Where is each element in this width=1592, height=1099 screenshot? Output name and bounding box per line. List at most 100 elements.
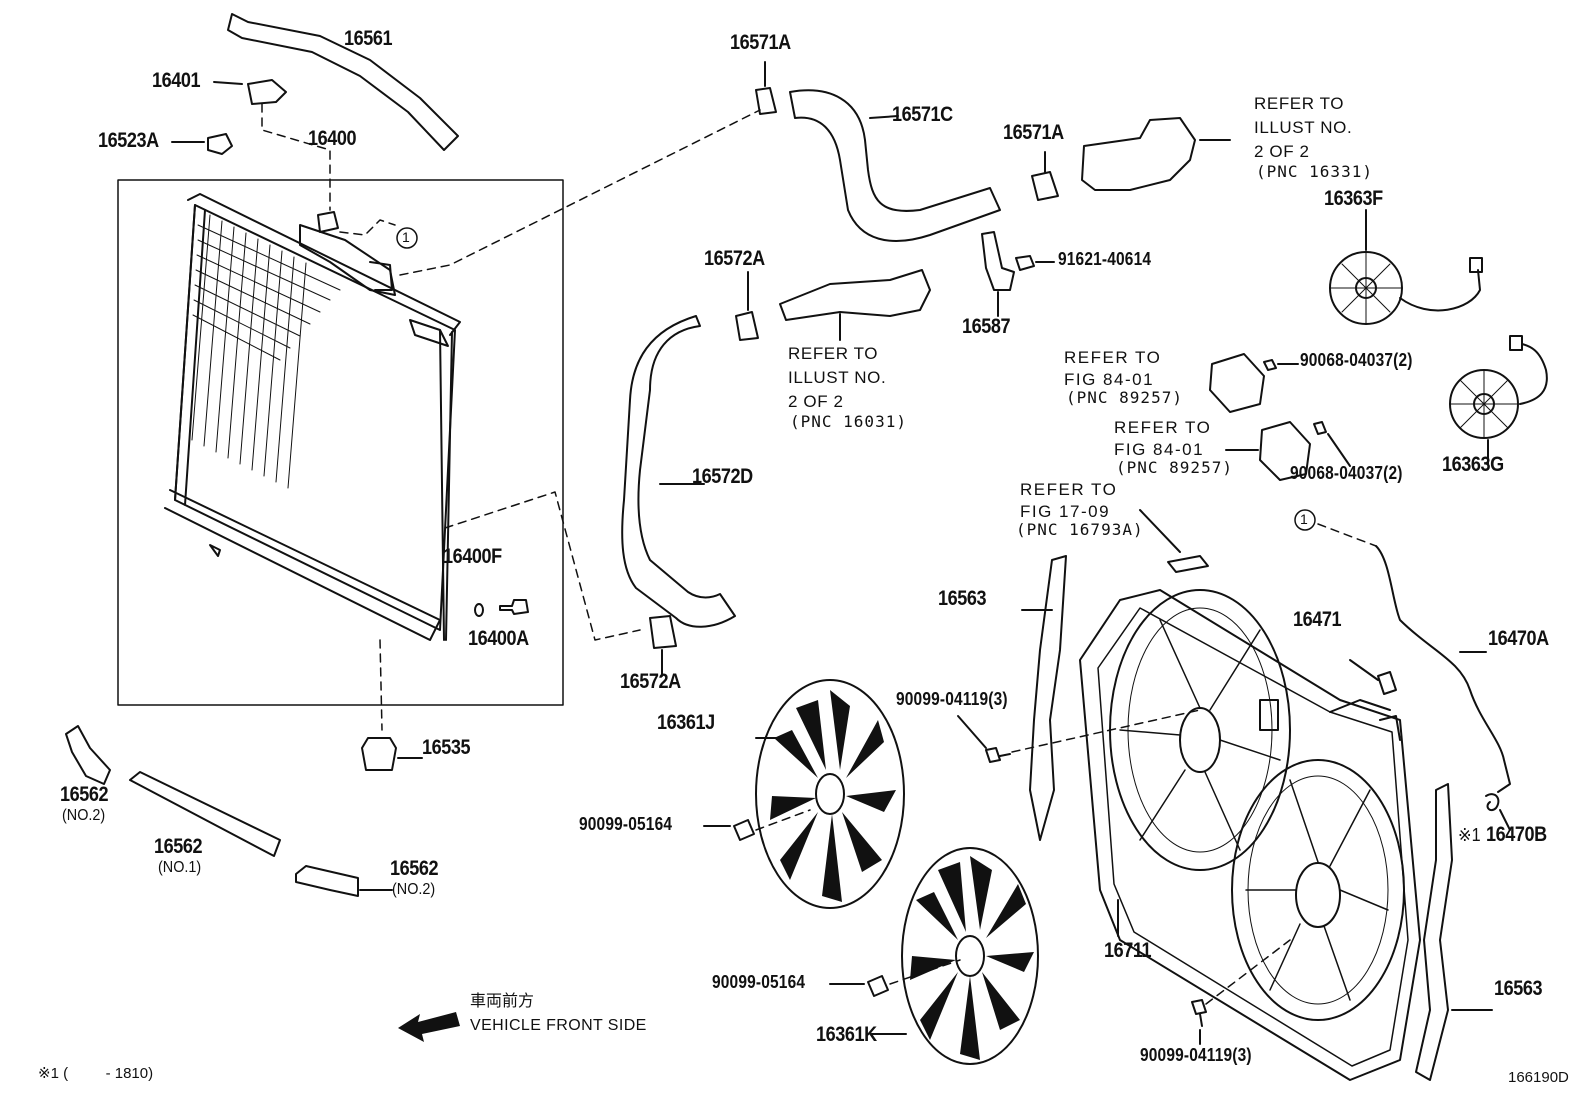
label-16562-center-no1: (NO.1) xyxy=(158,859,202,876)
note-inlet-line4: (PNC 16331) xyxy=(1256,162,1373,181)
ref-circle-1-b-text: 1 xyxy=(1300,511,1308,527)
note-fig84a-line3: (PNC 89257) xyxy=(1066,388,1183,407)
shroud-bolt-upper-part xyxy=(985,747,1011,763)
label-16561: 16561 xyxy=(344,27,393,50)
cooling-fan-k-part xyxy=(901,847,1039,1065)
label-16361k: 16361K xyxy=(816,1023,877,1046)
label-16571a-top: 16571A xyxy=(730,31,791,54)
fan-nut-b-part xyxy=(867,975,889,997)
hose-clip-part xyxy=(1485,793,1500,812)
note-fig17-line2: FIG 17-09 xyxy=(1020,502,1111,521)
label-16711: 16711 xyxy=(1104,939,1152,962)
note-outlet-line2: ILLUST NO. xyxy=(788,368,887,387)
label-16562-center: 16562 xyxy=(154,835,203,858)
drain-cock-part xyxy=(499,599,529,615)
fan-shroud-part xyxy=(1079,589,1421,1081)
label-16401: 16401 xyxy=(152,69,201,92)
label-16571a-mid: 16571A xyxy=(1003,121,1064,144)
water-inlet-housing-part xyxy=(1081,117,1196,191)
ref-circle-1-b xyxy=(1294,509,1316,531)
lower-hose-clamp-upper-part xyxy=(735,311,759,341)
upper-hose-clamp-part xyxy=(755,87,777,115)
seal-no2-left-part xyxy=(65,725,111,785)
cooling-fan-j-part xyxy=(755,679,905,909)
drain-plug-part xyxy=(207,133,233,155)
label-90068-04037-b: 90068-04037(2) xyxy=(1290,463,1403,483)
reservoir-cap-part xyxy=(1377,671,1397,695)
label-16470b: 16470B xyxy=(1486,823,1547,846)
o-ring-part xyxy=(474,603,484,617)
lower-hose-part xyxy=(621,315,736,628)
label-16562-left-no2: (NO.2) xyxy=(62,807,106,824)
shroud-bolt-lower-part xyxy=(1191,999,1207,1027)
label-16562-left: 16562 xyxy=(60,783,109,806)
footnote-mark: ※1 xyxy=(1458,825,1481,845)
note-fig84a-line1: REFER TO xyxy=(1064,348,1162,367)
resistor-b-part xyxy=(1259,421,1311,481)
note-outlet-line4: (PNC 16031) xyxy=(790,412,907,431)
upper-support-part xyxy=(227,13,459,151)
note-fig84b-line2: FIG 84-01 xyxy=(1114,440,1205,459)
radiator-cap-part xyxy=(247,79,287,105)
fan-motor-f-part xyxy=(1329,251,1483,325)
note-fig17-line3: (PNC 16793A) xyxy=(1016,520,1144,539)
label-90099-04119-b: 90099-04119(3) xyxy=(1140,1045,1252,1065)
clamp-16571a-second-part xyxy=(1031,171,1059,201)
note-outlet-line3: 2 OF 2 xyxy=(788,392,844,411)
label-16363f: 16363F xyxy=(1324,187,1383,210)
label-16563-left: 16563 xyxy=(938,587,987,610)
resistor-a-part xyxy=(1209,353,1265,413)
vehicle-front-japanese: 車両前方 xyxy=(470,993,535,1010)
label-16400: 16400 xyxy=(308,127,357,150)
label-91621-40614: 91621-40614 xyxy=(1058,249,1152,269)
label-16562-right: 16562 xyxy=(390,857,439,880)
label-plate-part xyxy=(1167,555,1209,573)
label-16361j: 16361J xyxy=(657,711,715,734)
bracket-16587-part xyxy=(981,231,1015,291)
label-16587: 16587 xyxy=(962,315,1011,338)
upper-hose-part xyxy=(789,89,1001,242)
radiator-group-box xyxy=(117,179,564,706)
footer-range-note: ※1 ( - 1810) xyxy=(38,1065,154,1082)
note-inlet-line1: REFER TO xyxy=(1254,94,1345,113)
note-fig17-line1: REFER TO xyxy=(1020,480,1118,499)
note-fig84b-line3: (PNC 89257) xyxy=(1116,458,1233,477)
label-16572a-bottom: 16572A xyxy=(620,670,681,693)
label-16471: 16471 xyxy=(1293,608,1342,631)
note-outlet-line1: REFER TO xyxy=(788,344,879,363)
label-16523a: 16523A xyxy=(98,129,159,152)
vehicle-front-arrow-icon xyxy=(398,1012,460,1042)
fan-nut-a-part xyxy=(733,819,755,841)
water-outlet-pipe-part xyxy=(779,269,931,321)
ref-circle-1-a xyxy=(396,227,418,249)
note-fig84b-line1: REFER TO xyxy=(1114,418,1212,437)
mount-cushion-part xyxy=(361,737,397,771)
shroud-seal-right-part xyxy=(1415,783,1453,1081)
ref-circle-1-a-text: 1 xyxy=(402,229,410,245)
label-90068-04037-a: 90068-04037(2) xyxy=(1300,350,1413,370)
label-16572d: 16572D xyxy=(692,465,753,488)
label-16400a: 16400A xyxy=(468,627,529,650)
label-16363g: 16363G xyxy=(1442,453,1504,476)
label-16571c: 16571C xyxy=(892,103,953,126)
label-16535: 16535 xyxy=(422,736,471,759)
overflow-hose-part xyxy=(1375,545,1511,793)
label-16400f: 16400F xyxy=(443,545,502,568)
note-fig84a-line2: FIG 84-01 xyxy=(1064,370,1155,389)
note-inlet-line2: ILLUST NO. xyxy=(1254,118,1353,137)
note-inlet-line3: 2 OF 2 xyxy=(1254,142,1310,161)
figure-id: 166190D xyxy=(1508,1069,1569,1086)
shroud-seal-left-part xyxy=(1029,555,1067,841)
label-16470a: 16470A xyxy=(1488,627,1549,650)
seal-no1-part xyxy=(129,771,281,857)
seal-no2-right-part xyxy=(295,865,359,897)
lower-hose-clamp-lower-part xyxy=(649,615,677,649)
label-16563-right: 16563 xyxy=(1494,977,1543,1000)
label-90099-04119-a: 90099-04119(3) xyxy=(896,689,1008,709)
label-16572a-top: 16572A xyxy=(704,247,765,270)
label-90099-05164-b: 90099-05164 xyxy=(712,972,806,992)
radiator-core-part xyxy=(164,193,461,641)
label-90099-05164-a: 90099-05164 xyxy=(579,814,673,834)
